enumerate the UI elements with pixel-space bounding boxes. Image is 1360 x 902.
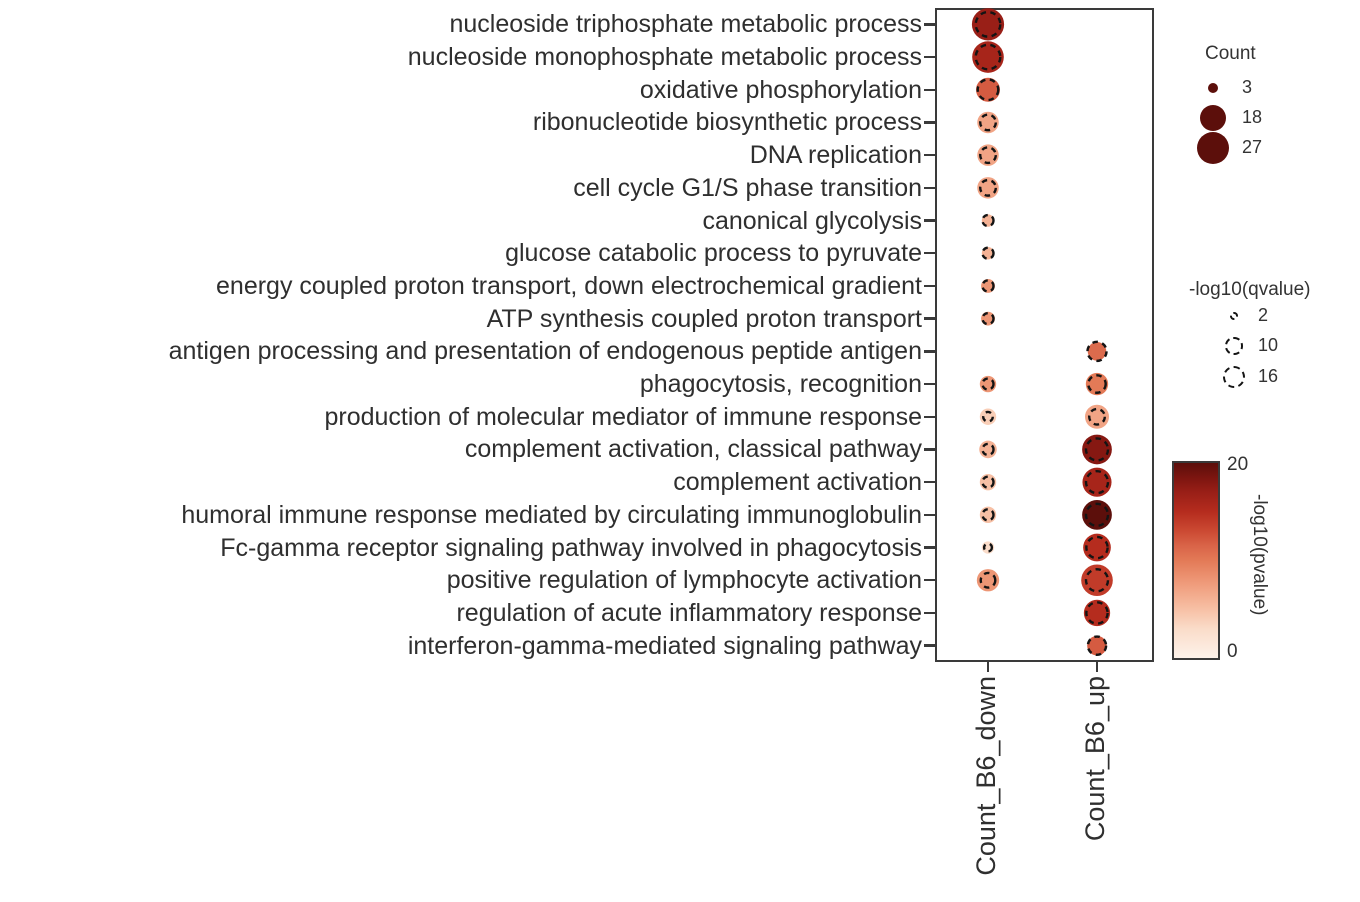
y-axis-label: Fc-gamma receptor signaling pathway invo… (220, 533, 922, 562)
y-axis-tick (924, 611, 935, 615)
qvalue-ring (979, 146, 997, 165)
qvalue-ring (981, 508, 995, 522)
legend-qvalue-title: -log10(qvalue) (1189, 279, 1311, 300)
y-axis-tick (924, 186, 935, 190)
count-dot (971, 8, 1005, 41)
qvalue-ring (1086, 635, 1108, 656)
y-axis-label: positive regulation of lymphocyte activa… (446, 566, 922, 595)
count-dot (975, 77, 1001, 102)
y-axis-label: interferon-gamma-mediated signaling path… (407, 631, 922, 660)
qvalue-ring (979, 113, 997, 132)
y-axis-label: humoral immune response mediated by circ… (181, 500, 922, 529)
y-axis-tick (924, 579, 935, 582)
y-axis-tick (924, 546, 935, 549)
y-axis-tick (924, 448, 935, 451)
y-axis-label: DNA replication (749, 141, 922, 170)
qvalue-ring (1085, 535, 1109, 560)
y-axis-label: phagocytosis, recognition (639, 370, 922, 399)
y-axis-tick (924, 350, 935, 353)
legend-qvalue-ring (1225, 337, 1243, 355)
qvalue-ring (981, 475, 995, 489)
y-axis-tick (924, 644, 935, 647)
qvalue-ring (976, 78, 1000, 102)
y-axis-label: nucleoside monophosphate metabolic proce… (407, 43, 922, 72)
qvalue-ring (981, 442, 995, 457)
x-axis-tick (1095, 662, 1099, 672)
plot-panel (935, 8, 1154, 662)
qvalue-ring (1085, 601, 1109, 625)
legend-count-value: 27 (1242, 137, 1263, 157)
qvalue-ring (1084, 502, 1110, 528)
count-dot (1087, 635, 1107, 656)
legend-count-value: 18 (1242, 107, 1263, 127)
qvalue-ring (982, 410, 994, 423)
y-axis-label: cell cycle G1/S phase transition (573, 173, 922, 202)
qvalue-ring (981, 279, 995, 293)
count-dot (976, 569, 1000, 592)
y-axis-label: canonical glycolysis (702, 206, 922, 235)
legend-qvalue-value: 10 (1258, 335, 1279, 355)
y-axis-label: ATP synthesis coupled proton transport (486, 304, 922, 333)
y-axis-label: complement activation (673, 468, 922, 497)
qvalue-ring (979, 178, 997, 197)
y-axis-tick (924, 121, 935, 124)
legend-count-dot (1196, 131, 1230, 165)
colorbar-title: -log10(pvalue) (1249, 494, 1270, 616)
y-axis-label: production of molecular mediator of immu… (324, 402, 922, 431)
y-axis-tick (924, 284, 935, 288)
y-axis-label: antigen processing and presentation of e… (168, 337, 922, 366)
qvalue-ring (981, 377, 995, 391)
y-axis-tick (924, 23, 935, 26)
qvalue-ring (974, 10, 1002, 38)
qvalue-ring (981, 213, 995, 228)
qvalue-ring (981, 246, 995, 260)
legend-qvalue-ring (1230, 312, 1238, 320)
y-axis-label: oxidative phosphorylation (639, 75, 922, 104)
y-axis-tick (924, 317, 935, 320)
y-axis-label: nucleoside triphosphate metabolic proces… (449, 10, 923, 39)
x-axis-label-down: Count_B6_down (971, 676, 1001, 876)
qvalue-ring (1084, 469, 1110, 495)
y-axis-label: energy coupled proton transport, down el… (216, 271, 922, 300)
colorbar-min-label: 0 (1227, 641, 1238, 662)
count-dot (972, 41, 1004, 73)
y-axis-label: glucose catabolic process to pyruvate (505, 239, 922, 268)
legend-count-value: 3 (1242, 77, 1253, 97)
legend-qvalue-value: 2 (1258, 305, 1269, 325)
dots-svg (971, 8, 1113, 656)
y-axis-tick (924, 382, 935, 386)
y-axis-tick (924, 415, 935, 418)
colorbar-gradient (1172, 461, 1220, 660)
y-axis-label: ribonucleotide biosynthetic process (532, 108, 922, 137)
qvalue-ring (1084, 568, 1110, 593)
qvalue-ring (974, 43, 1002, 71)
qvalue-ring (1086, 340, 1108, 363)
y-axis-label: complement activation, classical pathway (464, 435, 922, 464)
x-axis-tick (986, 662, 990, 672)
y-axis-label: regulation of acute inflammatory respons… (456, 598, 922, 627)
legend-qvalue-value: 16 (1258, 366, 1279, 386)
qvalue-ring (1087, 374, 1107, 394)
qvalue-ring (1088, 407, 1106, 426)
colorbar-max-label: 20 (1227, 454, 1249, 475)
legend-count-dot (1199, 104, 1227, 132)
y-axis-tick (924, 55, 935, 59)
count-dot (1087, 342, 1107, 361)
y-axis-tick (924, 513, 935, 517)
y-axis-tick (924, 219, 935, 222)
y-axis-tick (924, 88, 935, 91)
legend-qvalue-ring (1223, 366, 1245, 388)
qvalue-ring (979, 571, 997, 589)
x-axis-label-up: Count_B6_up (1080, 676, 1110, 842)
y-axis-tick (924, 252, 935, 255)
y-axis-tick (924, 153, 935, 157)
legend-count-title: Count (1205, 43, 1256, 64)
qvalue-ring (982, 542, 994, 553)
y-axis-tick (924, 480, 935, 484)
count-dot (1083, 599, 1111, 627)
qvalue-ring (981, 311, 995, 326)
qvalue-ring (1084, 437, 1110, 462)
legend-count-dot (1207, 82, 1219, 94)
